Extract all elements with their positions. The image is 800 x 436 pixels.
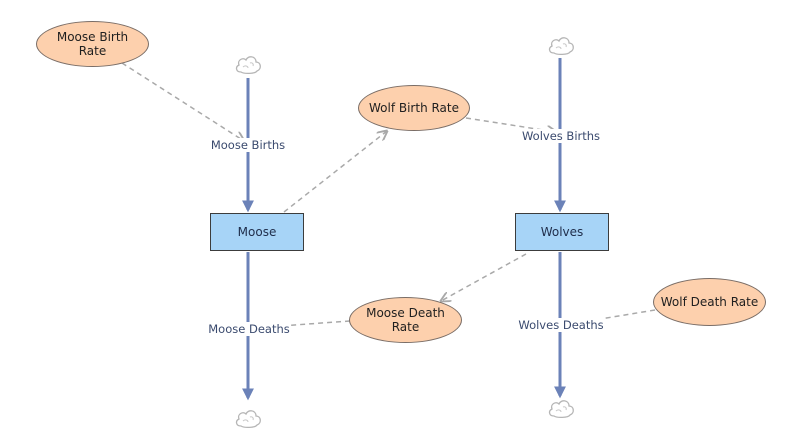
- stock-moose-label: Moose: [237, 225, 277, 239]
- cloud-icon: [548, 400, 574, 419]
- stock-wolves[interactable]: Wolves: [515, 213, 609, 251]
- link-moose-birth-rate-to-moose-births[interactable]: [121, 62, 244, 141]
- cloud-icon: [235, 56, 261, 75]
- wolves-deaths-label[interactable]: Wolves Deaths: [517, 318, 605, 332]
- stock-moose[interactable]: Moose: [210, 213, 304, 251]
- variable-wolf-birth-rate[interactable]: Wolf Birth Rate: [358, 85, 470, 131]
- variable-wolf-death-rate[interactable]: Wolf Death Rate: [653, 278, 766, 326]
- link-wolves-to-moose-death-rate[interactable]: [441, 253, 527, 301]
- link-moose-to-wolf-birth-rate[interactable]: [283, 131, 387, 213]
- moose-deaths-label[interactable]: Moose Deaths: [207, 322, 291, 336]
- variable-moose-death-rate-label: Moose Death Rate: [366, 306, 445, 334]
- variable-wolf-death-rate-label: Wolf Death Rate: [660, 295, 759, 309]
- cloud-icon: [235, 410, 261, 429]
- moose-births-label[interactable]: Moose Births: [209, 138, 287, 152]
- stock-wolves-label: Wolves: [540, 225, 584, 239]
- variable-moose-birth-rate[interactable]: Moose Birth Rate: [36, 21, 149, 67]
- variable-wolf-birth-rate-label: Wolf Birth Rate: [368, 101, 460, 115]
- cloud-icon: [548, 37, 574, 56]
- variable-moose-birth-rate-label: Moose Birth Rate: [56, 30, 129, 58]
- variable-moose-death-rate[interactable]: Moose Death Rate: [349, 297, 462, 343]
- wolves-births-label[interactable]: Wolves Births: [520, 129, 602, 143]
